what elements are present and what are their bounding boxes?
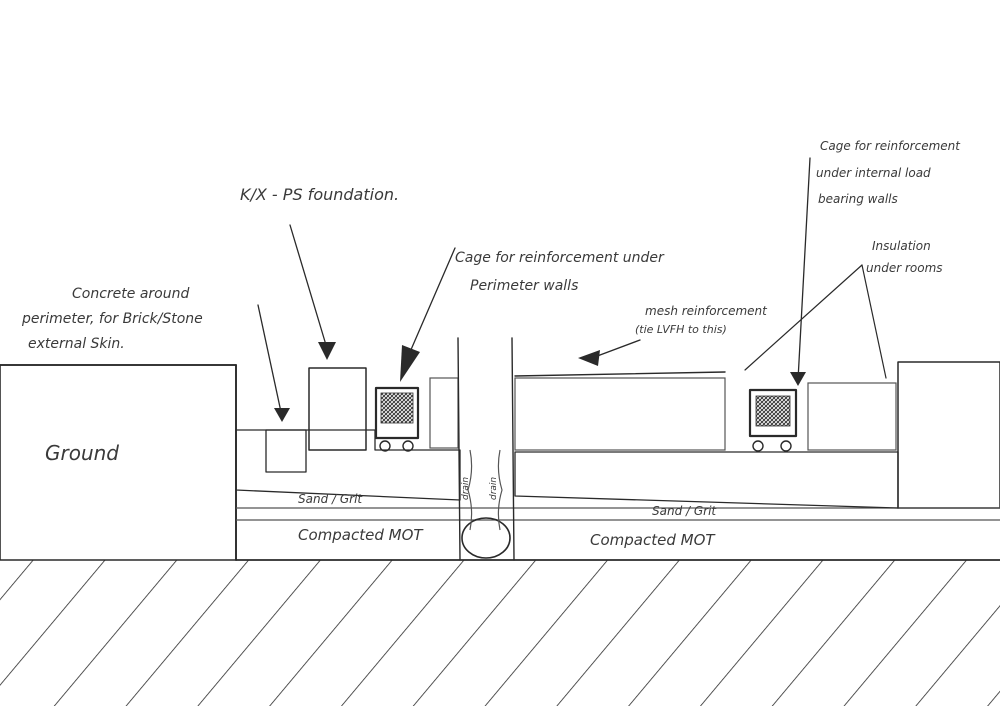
slab-band-right [514,451,899,509]
label-foundation: K/X - PS foundation. [240,185,399,204]
ground-right-block [897,361,1000,509]
arrows [257,157,887,422]
label-compacted-right: Compacted MOT [590,531,716,549]
left-room-insulation [514,377,726,451]
perimeter-cage [374,386,420,452]
label-sand-grit-right: Sand / Grit [652,504,717,518]
mesh-reinforcement-line [514,371,726,377]
label-mesh-1: mesh reinforcement [645,304,768,318]
label-drain-right: drain [489,477,499,500]
label-insulation-2: under rooms [866,261,943,275]
label-cage-perimeter-2: Perimeter walls [470,278,578,294]
label-ground: Ground [45,441,119,465]
label-concrete-perimeter-3: external Skin. [28,336,125,352]
label-drain-left: drain [461,477,471,500]
label-concrete-perimeter-1: Concrete around [72,286,189,302]
foundation-block [308,367,367,451]
label-mesh-2: (tie LVFH to this) [635,323,727,336]
label-sand-grit-left: Sand / Grit [298,492,363,506]
label-cage-internal-1: Cage for reinforcement [820,139,961,153]
label-insulation-1: Insulation [872,239,931,253]
label-cage-perimeter-1: Cage for reinforcement under [455,250,665,266]
internal-cage [748,388,798,452]
slab-band [235,429,461,501]
drain-pipe [457,337,515,561]
label-cage-internal-3: bearing walls [818,192,898,206]
concrete-perimeter-block [265,429,307,473]
label-concrete-perimeter-2: perimeter, for Brick/Stone [21,311,203,327]
right-room-insulation [807,382,897,451]
label-cage-internal-2: under internal load [816,166,931,180]
ground-bottom-region [0,560,1000,706]
label-compacted-left: Compacted MOT [298,526,424,544]
